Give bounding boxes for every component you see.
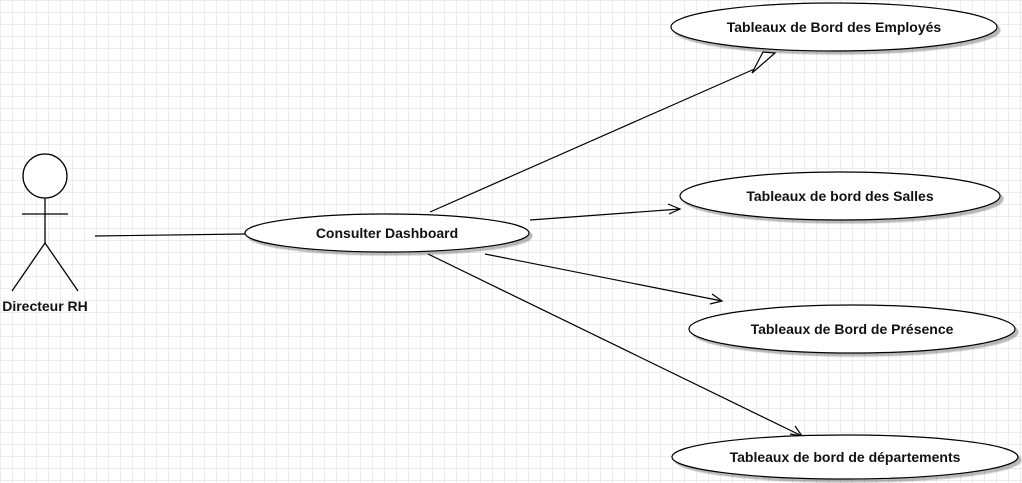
relation-line xyxy=(427,253,803,437)
relation-line xyxy=(529,208,681,221)
generalization-arrowhead xyxy=(751,51,777,74)
use-case-ellipse xyxy=(679,171,1001,221)
use-case-label: Tableaux de bord des Salles xyxy=(746,188,933,204)
use-case-employes[interactable]: Tableaux de Bord des Employés xyxy=(670,2,998,52)
use-case-label: Tableaux de Bord de Présence xyxy=(751,321,954,337)
relation-presence xyxy=(484,253,724,305)
relation-arrowhead xyxy=(709,293,724,305)
use-case-label: Tableaux de Bord des Employés xyxy=(727,19,942,35)
actor-directeur-rh[interactable]: Directeur RH xyxy=(2,153,88,314)
relation-salles xyxy=(529,203,682,221)
actor-left-leg xyxy=(11,242,46,292)
use-case-ellipse xyxy=(671,434,1019,480)
use-case-label: Consulter Dashboard xyxy=(316,225,458,241)
use-case-ellipse xyxy=(244,213,530,253)
generalization-employes xyxy=(429,51,777,213)
use-case-departements[interactable]: Tableaux de bord de départements xyxy=(671,434,1019,480)
relation-arrowhead xyxy=(667,203,682,215)
use-case-presence[interactable]: Tableaux de Bord de Présence xyxy=(688,304,1016,354)
use-case-label: Tableaux de bord de départements xyxy=(730,449,961,465)
actor-right-leg xyxy=(44,242,79,292)
use-case-ellipse xyxy=(670,2,998,52)
use-case-ellipse xyxy=(688,304,1016,354)
actor-name: Directeur RH xyxy=(2,298,88,314)
relation-line xyxy=(484,253,723,302)
actor-head xyxy=(22,153,68,199)
use-case-salles[interactable]: Tableaux de bord des Salles xyxy=(679,171,1001,221)
generalization-line xyxy=(429,66,760,213)
use-case-consulter-dashboard[interactable]: Consulter Dashboard xyxy=(244,213,530,253)
association-actor-consulter xyxy=(94,233,246,237)
